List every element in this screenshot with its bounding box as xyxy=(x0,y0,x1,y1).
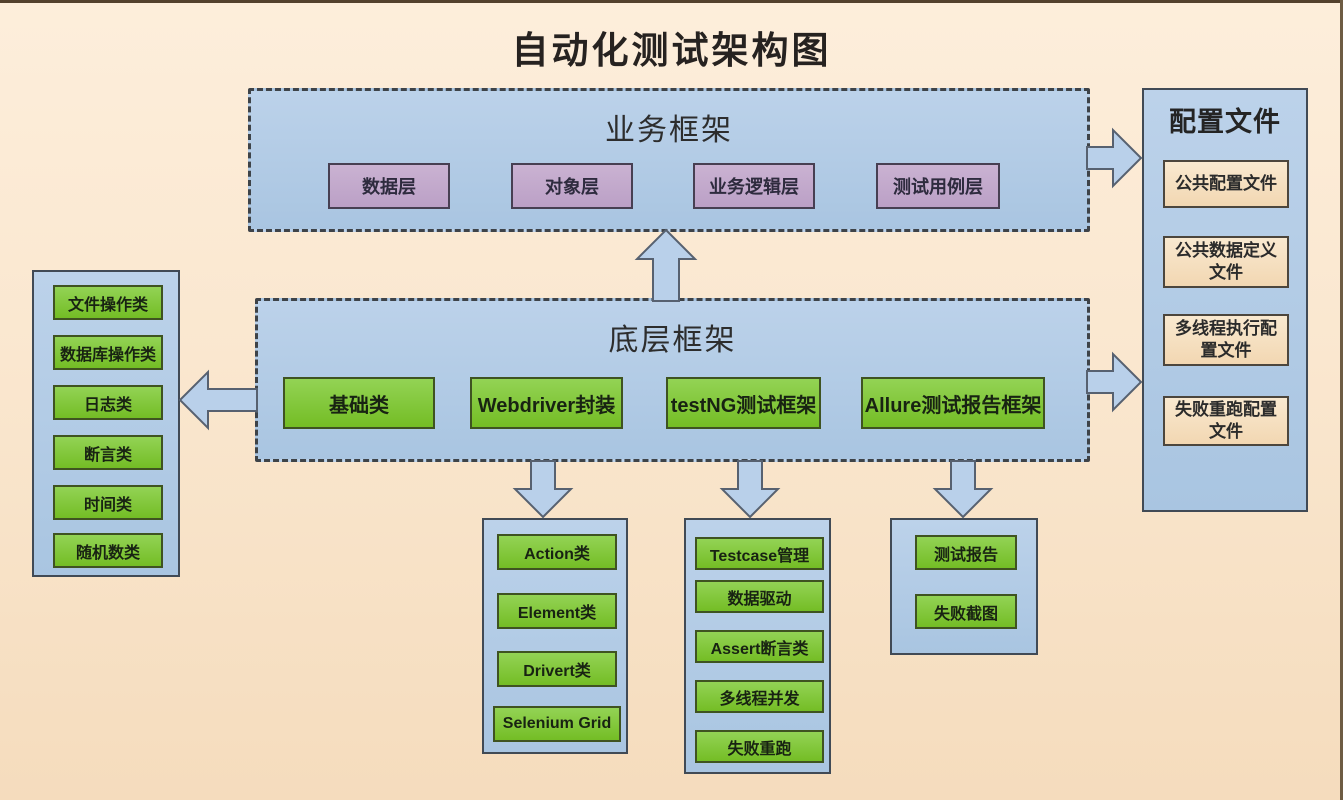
util-box-file-ops: 文件操作类 xyxy=(53,285,163,320)
down-arrow-webdriver-icon xyxy=(512,460,574,519)
image-top-border xyxy=(0,0,1343,3)
business-frame-title: 业务框架 xyxy=(605,114,733,147)
right-arrow-middle-icon xyxy=(1086,351,1143,413)
component-box-test-report: 测试报告 xyxy=(915,535,1017,570)
component-box-action-class: Action类 xyxy=(497,534,617,570)
config-box-multithread-exec: 多线程执行配置文件 xyxy=(1163,314,1289,366)
component-box-retry: 失败重跑 xyxy=(695,730,824,763)
module-box-base-class: 基础类 xyxy=(283,377,435,429)
component-box-multithread: 多线程并发 xyxy=(695,680,824,713)
testng-components-panel: Testcase管理 数据驱动 Assert断言类 多线程并发 失败重跑 xyxy=(684,518,831,774)
config-box-retry-on-fail: 失败重跑配置文件 xyxy=(1163,396,1289,446)
layer-box-testcase-layer: 测试用例层 xyxy=(876,163,1000,209)
base-frame-panel: 底层框架 基础类 Webdriver封装 testNG测试框架 Allure测试… xyxy=(255,298,1090,462)
component-box-element-class: Element类 xyxy=(497,593,617,629)
business-frame-panel: 业务框架 数据层 对象层 业务逻辑层 测试用例层 xyxy=(248,88,1090,232)
component-box-fail-screenshot: 失败截图 xyxy=(915,594,1017,629)
config-files-panel: 配置文件 公共配置文件 公共数据定义文件 多线程执行配置文件 失败重跑配置文件 xyxy=(1142,88,1308,512)
layer-box-object-layer: 对象层 xyxy=(511,163,633,209)
module-box-allure: Allure测试报告框架 xyxy=(861,377,1045,429)
component-box-driver-class: Drivert类 xyxy=(497,651,617,687)
util-box-log: 日志类 xyxy=(53,385,163,420)
component-box-testcase-mgmt: Testcase管理 xyxy=(695,537,824,570)
down-arrow-testng-icon xyxy=(719,460,781,519)
page-title: 自动化测试架构图 xyxy=(511,30,832,71)
config-files-title: 配置文件 xyxy=(1169,107,1281,137)
webdriver-components-panel: Action类 Element类 Drivert类 Selenium Grid xyxy=(482,518,628,754)
layer-box-business-logic-layer: 业务逻辑层 xyxy=(693,163,815,209)
up-arrow-icon xyxy=(634,228,698,302)
component-box-data-driven: 数据驱动 xyxy=(695,580,824,613)
base-frame-title: 底层框架 xyxy=(608,324,737,357)
component-box-assert-class: Assert断言类 xyxy=(695,630,824,663)
image-right-border xyxy=(1340,0,1343,800)
allure-components-panel: 测试报告 失败截图 xyxy=(890,518,1038,655)
down-arrow-allure-icon xyxy=(932,460,994,519)
right-arrow-top-icon xyxy=(1086,127,1143,189)
util-box-assert: 断言类 xyxy=(53,435,163,470)
component-box-selenium-grid: Selenium Grid xyxy=(493,706,621,742)
util-box-random: 随机数类 xyxy=(53,533,163,568)
module-box-webdriver: Webdriver封装 xyxy=(470,377,623,429)
utility-classes-panel: 文件操作类 数据库操作类 日志类 断言类 时间类 随机数类 xyxy=(32,270,180,577)
util-box-db-ops: 数据库操作类 xyxy=(53,335,163,370)
left-arrow-icon xyxy=(178,369,258,431)
module-box-testng: testNG测试框架 xyxy=(666,377,821,429)
config-box-common-data-def: 公共数据定义文件 xyxy=(1163,236,1289,288)
layer-box-data-layer: 数据层 xyxy=(328,163,450,209)
util-box-time: 时间类 xyxy=(53,485,163,520)
config-box-common-config: 公共配置文件 xyxy=(1163,160,1289,208)
